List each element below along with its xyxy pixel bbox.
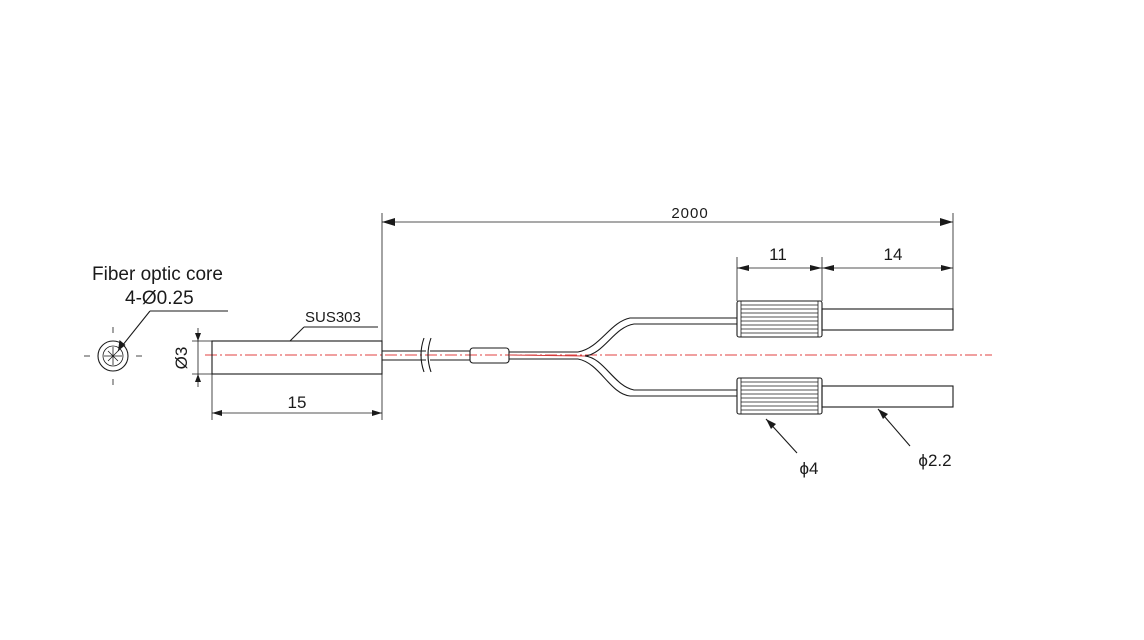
fiber-branches — [508, 317, 737, 397]
material-leader — [289, 326, 378, 342]
core-spec-label: 4-Ø0.25 — [125, 288, 194, 309]
probe-length-dimension — [211, 374, 383, 420]
material-label: SUS303 — [305, 309, 361, 326]
connector-diameter-label: ϕ4 — [800, 459, 819, 478]
connector-top — [736, 300, 954, 338]
probe-length-label: 15 — [288, 393, 307, 412]
cable — [382, 337, 578, 373]
probe-diameter-label: Ø3 — [172, 347, 191, 370]
connector-bottom — [736, 377, 954, 415]
cable-length-label: 2000 — [671, 205, 708, 222]
tip-diameter-label: ϕ2.2 — [918, 451, 951, 470]
tip-length-label: 14 — [884, 245, 903, 264]
connector-diameter-leader — [765, 418, 798, 454]
probe-diameter-dimension — [192, 328, 212, 387]
cable-length-dimension — [381, 213, 954, 341]
core-leader — [117, 310, 228, 352]
end-view — [84, 327, 142, 385]
core-title-label: Fiber optic core — [92, 264, 223, 285]
tip-diameter-leader — [877, 408, 911, 447]
connector-length-label: 11 — [769, 245, 787, 264]
probe-body — [211, 340, 383, 375]
connector-length-dimension — [736, 257, 953, 301]
